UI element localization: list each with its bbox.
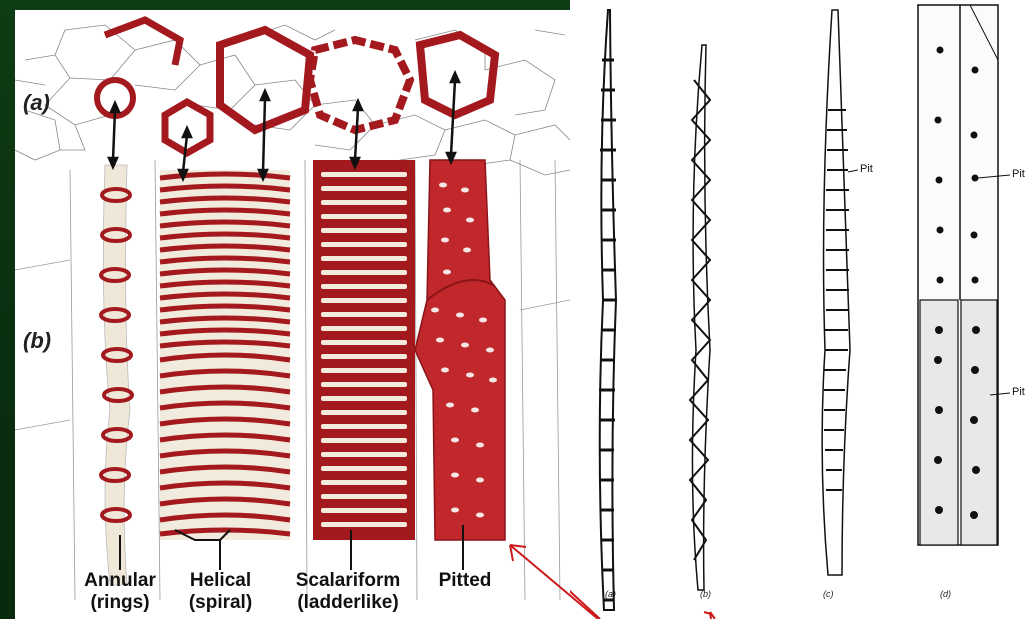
drawing-d bbox=[918, 5, 1010, 545]
ink-drawing-svg bbox=[570, 0, 1029, 619]
caption-annular: Annular (rings) bbox=[70, 570, 170, 614]
drawing-c bbox=[822, 10, 858, 575]
drawing-b bbox=[690, 45, 710, 590]
pit-label-c: Pit bbox=[860, 163, 873, 175]
caption-helical-line2: (spiral) bbox=[173, 592, 268, 614]
panel-label-a: (a) bbox=[23, 90, 50, 116]
sublabel-c: (c) bbox=[823, 589, 834, 599]
red-arrows bbox=[570, 550, 715, 619]
annular-vessel bbox=[101, 165, 132, 585]
scalariform-vessel bbox=[313, 160, 415, 540]
caption-scalariform-line2: (ladderlike) bbox=[283, 592, 413, 614]
caption-helical-line1: Helical bbox=[173, 570, 268, 592]
sublabel-d: (d) bbox=[940, 589, 951, 599]
cross-sections bbox=[97, 20, 495, 153]
caption-helical: Helical (spiral) bbox=[173, 570, 268, 614]
drawing-a bbox=[599, 10, 616, 610]
sublabel-b: (b) bbox=[700, 589, 711, 599]
caption-annular-line1: Annular bbox=[70, 570, 170, 592]
vessel-diagram-svg bbox=[15, 10, 570, 619]
caption-scalariform: Scalariform (ladderlike) bbox=[283, 570, 413, 614]
sublabel-a: (a) bbox=[605, 589, 616, 599]
ink-drawing-panel: (a) (b) (c) (d) Pit Pit Pit bbox=[570, 0, 1029, 619]
helical-vessel bbox=[160, 170, 290, 540]
caption-scalariform-line1: Scalariform bbox=[283, 570, 413, 592]
caption-pitted: Pitted bbox=[420, 570, 510, 592]
vessel-diagram-panel: (a) (b) Annular (rings) Helical (spiral)… bbox=[15, 10, 570, 619]
caption-annular-line2: (rings) bbox=[70, 592, 170, 614]
caption-pitted-line1: Pitted bbox=[420, 570, 510, 592]
pitted-vessel bbox=[415, 160, 505, 540]
panel-label-b: (b) bbox=[23, 328, 51, 354]
pit-label-d-upper: Pit bbox=[1012, 168, 1025, 180]
pit-label-d-lower: Pit bbox=[1012, 386, 1025, 398]
